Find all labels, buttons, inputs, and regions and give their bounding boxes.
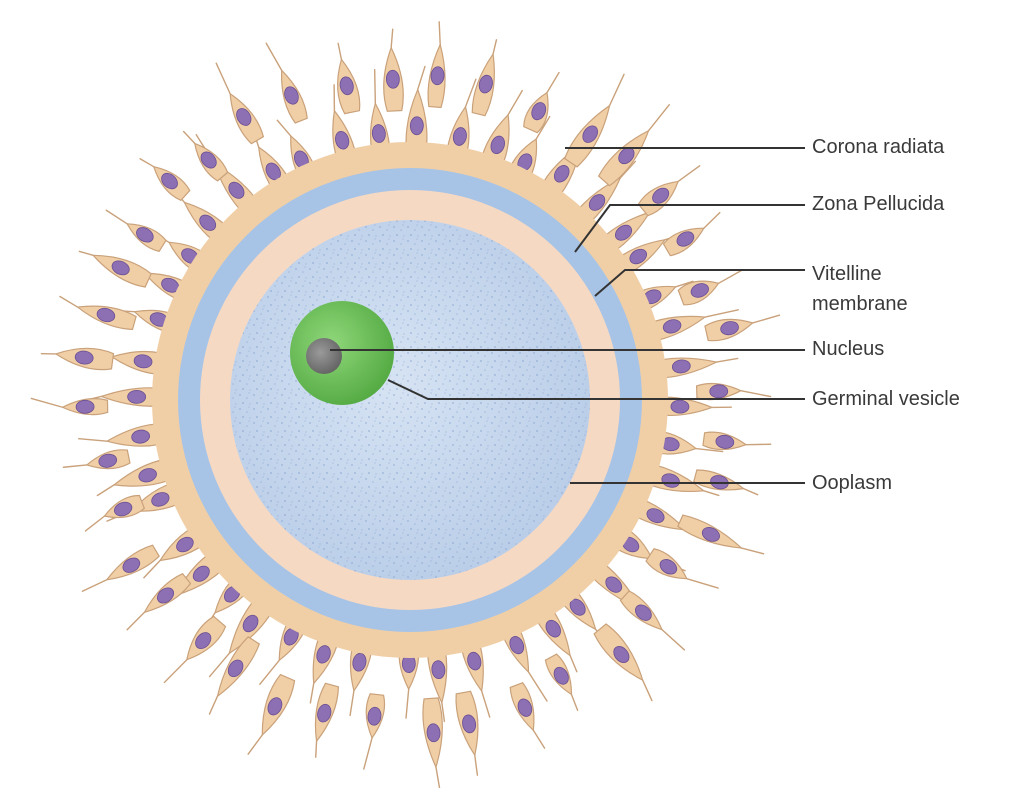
corona-cell [427,21,446,109]
label-nucleus: Nucleus [812,338,885,360]
label-ooplasm: Ooplasm [812,472,893,494]
corona-cell [523,71,560,134]
corona-cell [139,158,191,202]
leader-vitelline-membrane [594,269,805,297]
corona-cell [677,269,744,306]
corona-cell [182,130,229,182]
corona-cell [422,697,443,788]
germinal-vesicle [290,301,394,405]
corona-cell [126,572,192,631]
corona-cell [702,431,772,451]
corona-cell [62,449,131,470]
corona-cell [265,42,308,124]
leader-germinal-vesicle [387,379,805,400]
corona-cell [59,295,137,330]
label-vitelline-line1: Vitelline [812,263,882,285]
leader-lines [330,147,805,484]
corona-cell [314,682,340,758]
corona-cell [662,211,721,257]
corona-cell [704,314,781,342]
corona-cell [383,28,404,112]
label-germinal-vesicle: Germinal vesicle [812,388,960,410]
corona-cell [78,250,152,288]
nucleus [306,338,342,374]
corona-cell [509,682,546,749]
corona-cell [30,397,109,416]
corona-cell [208,636,261,715]
label-vitelline-line2: membrane [812,293,908,315]
corona-cell [455,690,479,776]
corona-cell [563,73,625,168]
label-corona-radiata: Corona radiata [812,136,945,158]
corona-cell [247,673,296,755]
corona-cell [637,165,701,217]
corona-cell [105,209,167,253]
corona-cell [215,62,265,145]
label-zona-pellucida: Zona Pellucida [812,193,945,215]
leader-zona-pellucida [574,204,805,253]
corona-cell [471,39,498,117]
corona-cell [40,347,115,371]
corona-cell [619,590,686,651]
corona-cell [163,615,227,684]
corona-cell [677,514,765,555]
corona-cell [597,104,670,187]
corona-cell [337,42,361,115]
corona-cell [593,623,653,702]
corona-cell [544,653,579,711]
corona-cell [84,494,146,532]
corona-cell [363,693,386,770]
corona-cell [645,548,719,589]
corona-cell [81,544,160,592]
corona-cell [695,382,772,401]
